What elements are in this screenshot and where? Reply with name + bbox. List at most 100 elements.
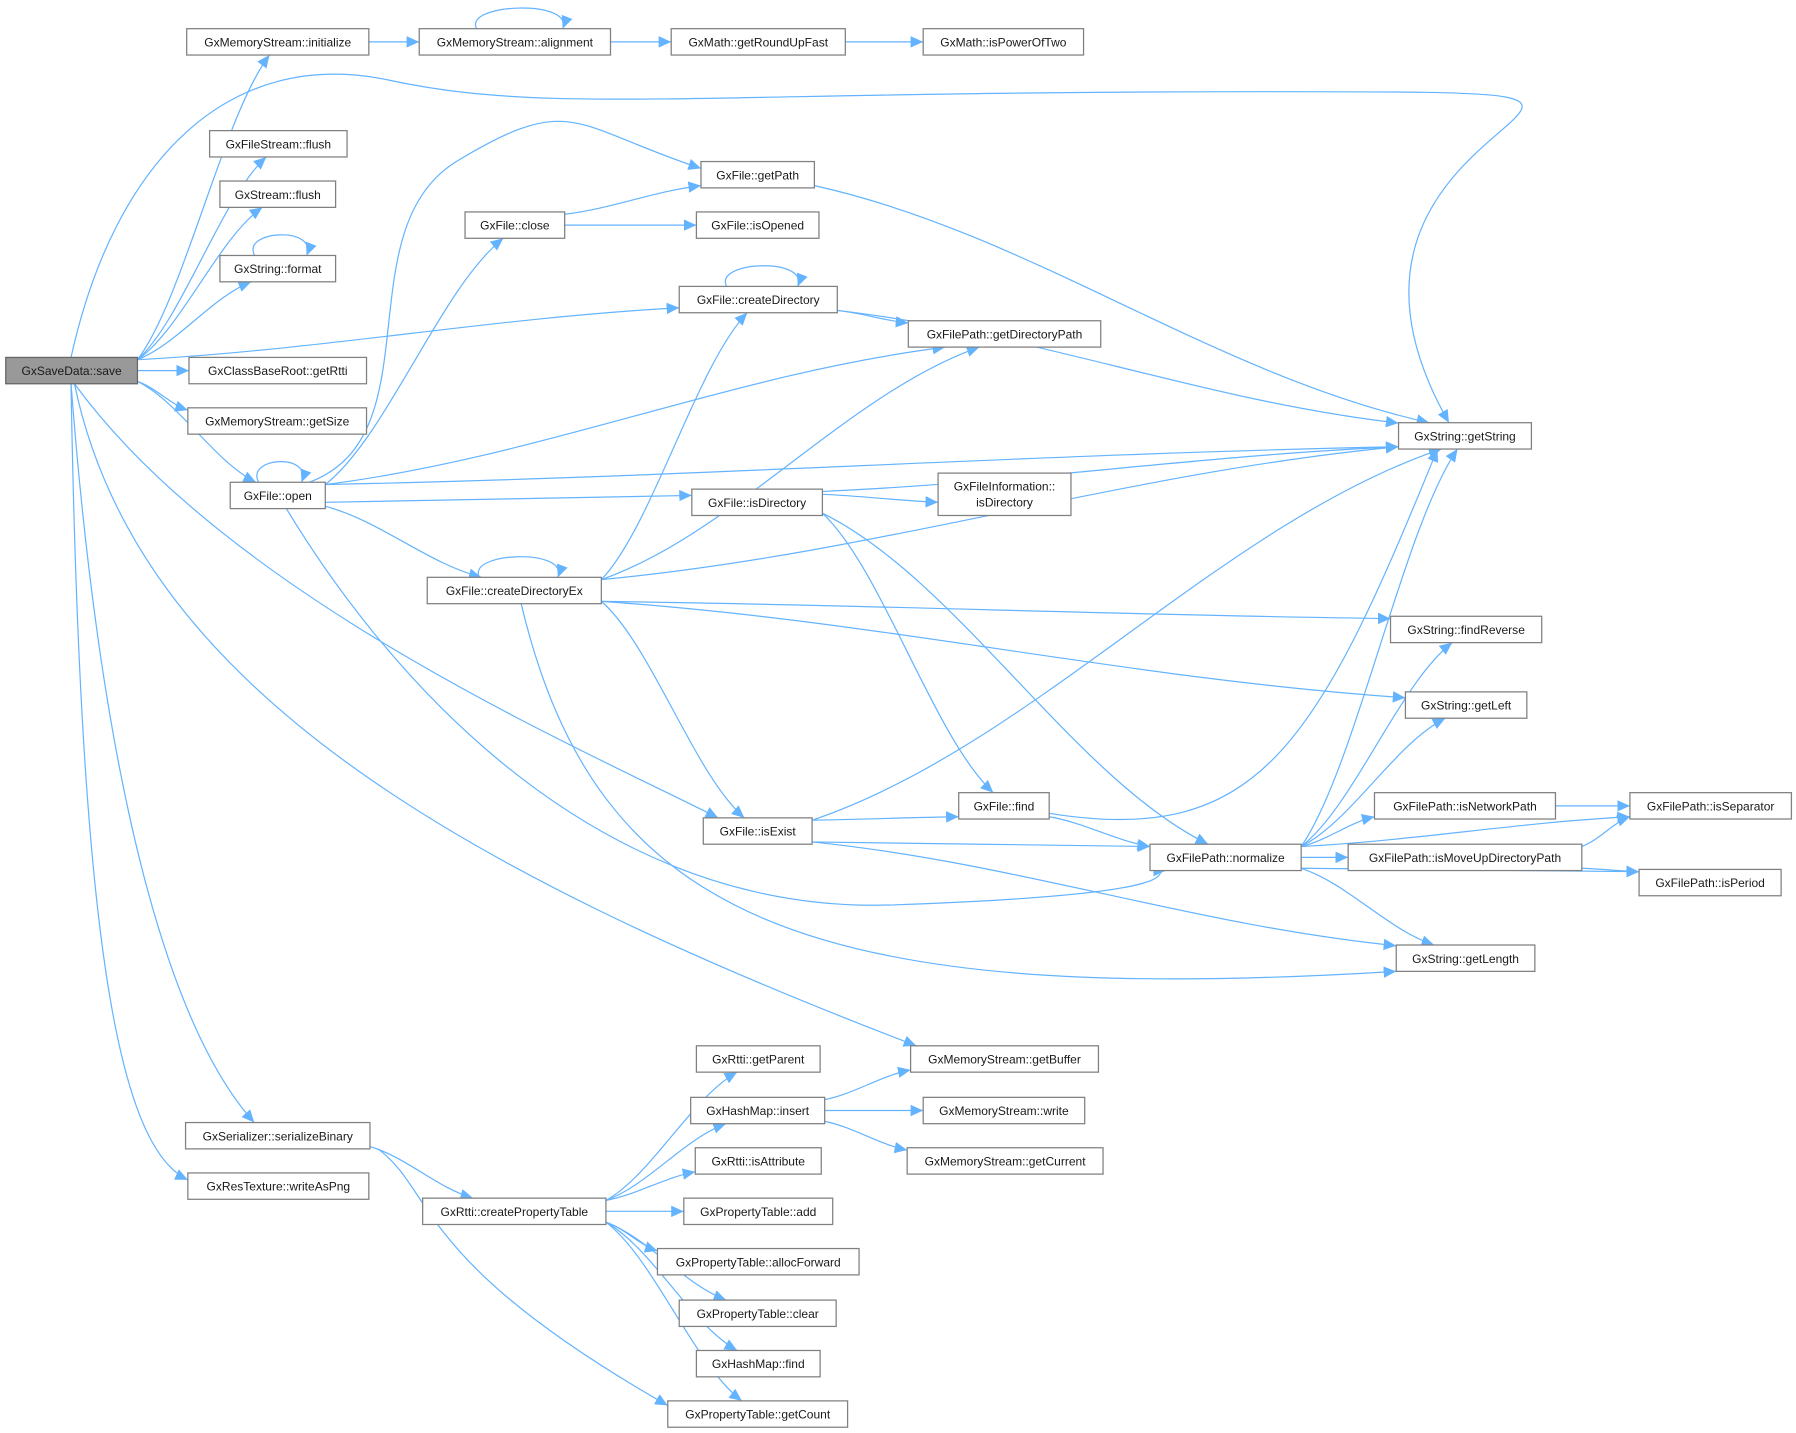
edge-find-to-normalize <box>1049 816 1151 851</box>
node-label-line2: isDirectory <box>976 495 1033 509</box>
node-label: GxPropertyTable::allocForward <box>676 1255 841 1269</box>
edge-normalize-to-getString <box>1300 448 1458 847</box>
edge-createPropertyTable-to-getParent <box>605 1071 738 1201</box>
edge-isDirectory-to-getString <box>822 441 1399 493</box>
node-box <box>5 356 139 385</box>
node-box <box>1373 792 1557 820</box>
node-isDirectory[interactable]: GxFile::isDirectory <box>691 488 824 517</box>
edge-createDirectory-to-createDirectory <box>724 265 808 287</box>
edge-alignment-to-alignment <box>474 7 573 29</box>
node-box <box>1389 615 1543 644</box>
node-writeAsPng[interactable]: GxResTexture::writeAsPng <box>187 1172 370 1200</box>
node-getRtti[interactable]: GxClassBaseRoot::getRtti <box>188 356 368 385</box>
node-isPeriod[interactable]: GxFilePath::isPeriod <box>1638 868 1782 897</box>
node-isExist[interactable]: GxFile::isExist <box>702 817 813 845</box>
node-allocForward[interactable]: GxPropertyTable::allocForward <box>656 1247 860 1276</box>
edge-isExist-to-getString <box>811 447 1442 821</box>
node-fsFlush[interactable]: GxFileStream::flush <box>208 129 348 158</box>
edge-save-to-getString <box>70 73 1523 424</box>
node-getLeft[interactable]: GxString::getLeft <box>1404 691 1528 719</box>
node-box <box>922 28 1085 56</box>
node-findReverse[interactable]: GxString::findReverse <box>1389 615 1543 644</box>
node-label: GxMath::isPowerOfTwo <box>940 35 1067 49</box>
edge-isMoveUp-to-isSeparator <box>1581 815 1631 848</box>
node-getDirectoryPath[interactable]: GxFilePath::getDirectoryPath <box>907 320 1102 348</box>
edge-save-to-serializeBinary <box>70 383 255 1123</box>
node-getLength[interactable]: GxString::getLength <box>1395 944 1536 972</box>
node-label: GxHashMap::insert <box>706 1104 809 1118</box>
node-box <box>422 1197 607 1226</box>
edge-open-to-normalize <box>285 508 1167 906</box>
node-getCount[interactable]: GxPropertyTable::getCount <box>667 1400 849 1428</box>
node-createDirectory[interactable]: GxFile::createDirectory <box>678 285 838 314</box>
node-getBuffer[interactable]: GxMemoryStream::getBuffer <box>909 1045 1100 1073</box>
node-fiIsDirectory[interactable]: GxFileInformation::isDirectory <box>937 472 1072 517</box>
edge-createDirectoryEx-to-getDirectoryPath <box>601 345 980 581</box>
node-getPath[interactable]: GxFile::getPath <box>700 160 816 189</box>
node-label: GxString::getLength <box>1412 952 1519 966</box>
edge-createDirectoryEx-to-getLeft <box>601 600 1406 703</box>
node-sFlush[interactable]: GxStream::flush <box>219 180 337 208</box>
node-clear[interactable]: GxPropertyTable::clear <box>678 1299 837 1328</box>
node-label: GxFilePath::normalize <box>1166 851 1285 865</box>
node-box <box>702 817 813 845</box>
node-isSeparator[interactable]: GxFilePath::isSeparator <box>1629 792 1793 820</box>
node-box <box>219 254 337 283</box>
node-label: GxMemoryStream::getCurrent <box>925 1155 1087 1169</box>
edge-save-to-isExist <box>73 383 719 819</box>
node-serializeBinary[interactable]: GxSerializer::serializeBinary <box>184 1121 371 1150</box>
node-label: GxMemoryStream::getSize <box>205 415 350 429</box>
node-isOpened[interactable]: GxFile::isOpened <box>695 211 820 239</box>
node-label: GxFileInformation:: <box>954 479 1056 493</box>
node-getString[interactable]: GxString::getString <box>1397 422 1533 450</box>
node-getSize[interactable]: GxMemoryStream::getSize <box>187 407 368 435</box>
node-box <box>656 1247 860 1276</box>
node-box <box>922 1096 1086 1125</box>
node-label: GxMemoryStream::initialize <box>204 35 351 49</box>
node-box <box>1395 944 1536 972</box>
node-createPropertyTable[interactable]: GxRtti::createPropertyTable <box>422 1197 607 1226</box>
node-label: GxSerializer::serializeBinary <box>203 1129 353 1143</box>
node-hmFind[interactable]: GxHashMap::find <box>695 1349 821 1378</box>
edge-createPropertyTable-to-getCount <box>605 1221 743 1402</box>
node-box <box>186 28 370 56</box>
node-getParent[interactable]: GxRtti::getParent <box>695 1045 821 1073</box>
node-box <box>907 320 1102 348</box>
node-box <box>695 1045 821 1073</box>
edge-createPropertyTable-to-hmFind <box>605 1221 738 1352</box>
node-normalize[interactable]: GxFilePath::normalize <box>1149 843 1302 872</box>
node-label: GxFilePath::isNetworkPath <box>1393 799 1537 813</box>
node-save[interactable]: GxSaveData::save <box>5 356 139 385</box>
node-label: GxString::format <box>234 262 322 276</box>
node-isMoveUp[interactable]: GxFilePath::isMoveUpDirectoryPath <box>1347 843 1583 872</box>
edge-find-to-getString <box>1049 448 1439 821</box>
node-getCurrent[interactable]: GxMemoryStream::getCurrent <box>906 1147 1104 1175</box>
edge-open-to-createDirectoryEx <box>325 505 482 580</box>
node-createDirectoryEx[interactable]: GxFile::createDirectoryEx <box>426 576 602 605</box>
node-label: GxString::getString <box>1414 429 1516 443</box>
node-box <box>1404 691 1528 719</box>
node-initialize[interactable]: GxMemoryStream::initialize <box>186 28 370 56</box>
node-write[interactable]: GxMemoryStream::write <box>922 1096 1086 1125</box>
edge-insert-to-getCurrent <box>824 1120 908 1154</box>
node-add[interactable]: GxPropertyTable::add <box>683 1197 834 1226</box>
node-find[interactable]: GxFile::find <box>958 792 1050 820</box>
node-isPowerOfTwo[interactable]: GxMath::isPowerOfTwo <box>922 28 1085 56</box>
node-insert[interactable]: GxHashMap::insert <box>690 1096 826 1125</box>
node-format[interactable]: GxString::format <box>219 254 337 283</box>
node-close[interactable]: GxFile::close <box>464 211 566 239</box>
node-alignment[interactable]: GxMemoryStream::alignment <box>418 28 612 56</box>
node-label: GxClassBaseRoot::getRtti <box>208 364 348 378</box>
node-isNetworkPath[interactable]: GxFilePath::isNetworkPath <box>1373 792 1557 820</box>
edge-createDirectoryEx-to-getLength <box>520 603 1397 980</box>
node-label: GxRtti::isAttribute <box>712 1155 806 1169</box>
node-box <box>464 211 566 239</box>
node-getRoundUpFast[interactable]: GxMath::getRoundUpFast <box>670 28 846 56</box>
node-isAttribute[interactable]: GxRtti::isAttribute <box>694 1147 822 1175</box>
edge-isDirectory-to-find <box>821 512 994 794</box>
edge-isDirectory-to-normalize <box>822 512 1209 845</box>
node-box <box>694 1147 822 1175</box>
node-open[interactable]: GxFile::open <box>229 481 326 510</box>
edge-normalize-to-isNetworkPath <box>1301 814 1375 848</box>
